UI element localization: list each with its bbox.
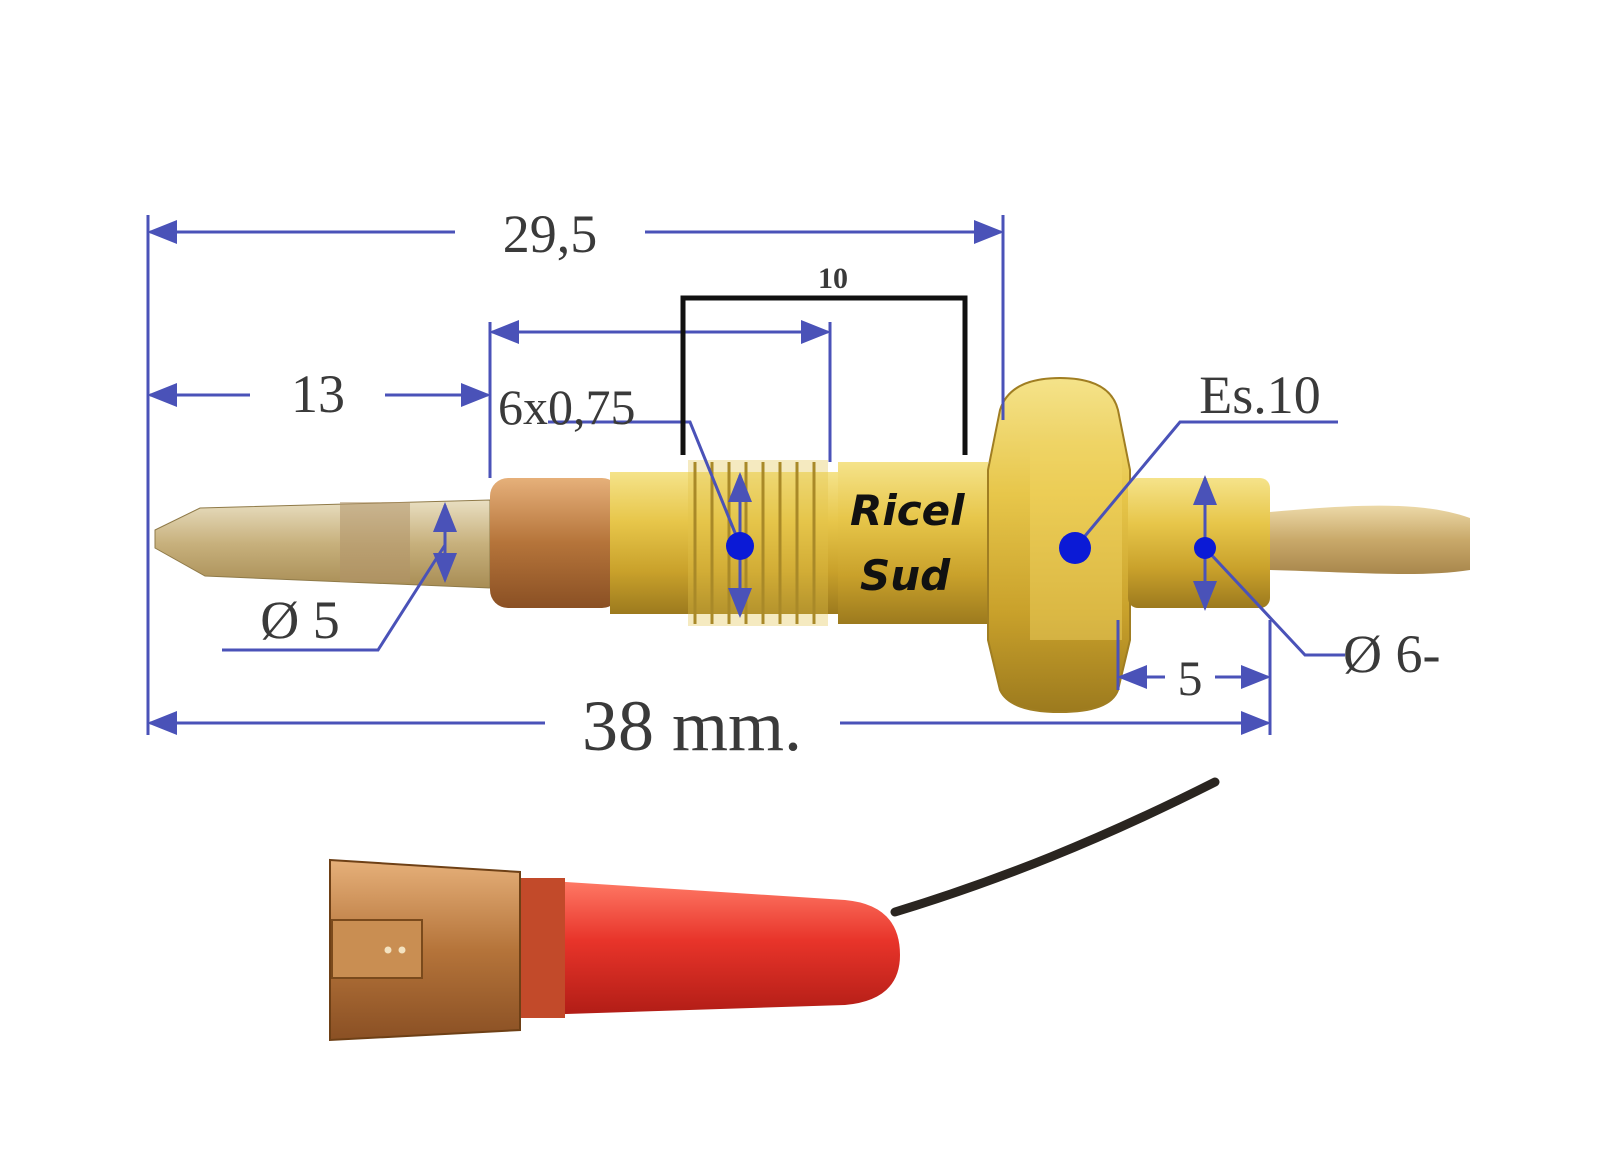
brand-line-2: Sud <box>860 551 951 600</box>
thermocouple-probe-icon <box>154 376 1470 714</box>
connector-wire <box>890 777 1220 917</box>
dim-thread-spec: 6x0,75 <box>498 379 636 435</box>
dim-rear-length: 5 <box>1178 650 1203 706</box>
braided-cable <box>1270 505 1470 575</box>
dim-tip-diameter: Ø 5 <box>260 590 340 650</box>
front-collar <box>490 478 620 608</box>
tip-band <box>340 502 410 582</box>
marker-dots <box>726 532 1216 564</box>
hex-marker-dot <box>1059 532 1091 564</box>
copper-terminal <box>329 858 521 1042</box>
sleeve-collar <box>515 878 565 1018</box>
bracket-10 <box>680 295 968 455</box>
thread-marker-dot <box>726 532 754 560</box>
dim-bracket-width: 10 <box>818 262 848 295</box>
terminal-tab <box>331 919 423 979</box>
thread-zone <box>688 460 828 626</box>
dim-shank-diameter: Ø 6- <box>1343 624 1440 684</box>
red-sleeve <box>535 880 900 1015</box>
dim-length-to-shoulder: 29,5 <box>503 204 598 264</box>
plain-shank <box>838 462 988 624</box>
shank-marker-dot <box>1194 537 1216 559</box>
dimension-lines <box>146 215 1345 735</box>
body-main <box>610 472 840 614</box>
spade-connector-icon <box>329 777 1220 1042</box>
dim-hex-size: Es.10 <box>1199 365 1321 425</box>
sensor-tip <box>154 499 491 589</box>
dim-tip-length: 13 <box>291 364 345 424</box>
dim-overall-length: 38 mm. <box>582 686 802 766</box>
brand-line-1: Ricel <box>850 486 965 535</box>
